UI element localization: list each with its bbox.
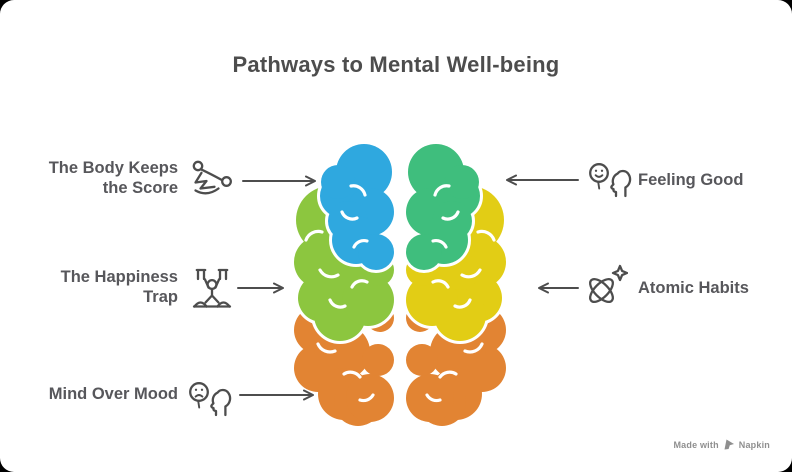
napkin-brand-text: Napkin <box>738 439 770 450</box>
label-line: Mind Over Mood <box>48 385 178 403</box>
label-line: Atomic Habits <box>638 279 749 297</box>
label-the-happiness-trap: The Happiness Trap <box>20 267 178 307</box>
atom-sparkle-icon <box>589 264 628 303</box>
label-the-body-keeps-the-score: The Body Keeps the Score <box>20 158 178 198</box>
trapped-person-icon <box>192 268 232 308</box>
brain-left-hemisphere <box>294 144 394 426</box>
arrow-atomic-habits <box>538 282 579 294</box>
label-feeling-good: Feeling Good <box>638 170 788 190</box>
label-atomic-habits: Atomic Habits <box>638 278 788 298</box>
label-line: Trap <box>143 288 178 306</box>
connector-arrows <box>237 174 579 401</box>
label-line: the Score <box>102 179 178 197</box>
made-with-napkin-credit[interactable]: Made with Napkin <box>673 438 770 451</box>
page-title: Pathways to Mental Well-being <box>232 52 560 77</box>
arrow-happiness-trap <box>237 282 284 294</box>
napkin-logo-icon <box>724 439 734 450</box>
arrow-feeling-good <box>506 174 579 186</box>
arrow-body-keeps-score <box>242 175 316 187</box>
label-line: Feeling Good <box>638 171 744 189</box>
happy-face-head-icon <box>589 163 632 198</box>
label-line: The Happiness <box>60 268 178 286</box>
exercising-person-icon <box>192 160 232 195</box>
made-with-text: Made with <box>673 439 719 450</box>
arrow-mind-over-mood <box>239 389 314 401</box>
label-mind-over-mood: Mind Over Mood <box>20 384 178 404</box>
sad-face-head-icon <box>189 382 232 417</box>
label-line: The Body Keeps <box>48 159 178 177</box>
brain-right-hemisphere <box>406 144 506 426</box>
